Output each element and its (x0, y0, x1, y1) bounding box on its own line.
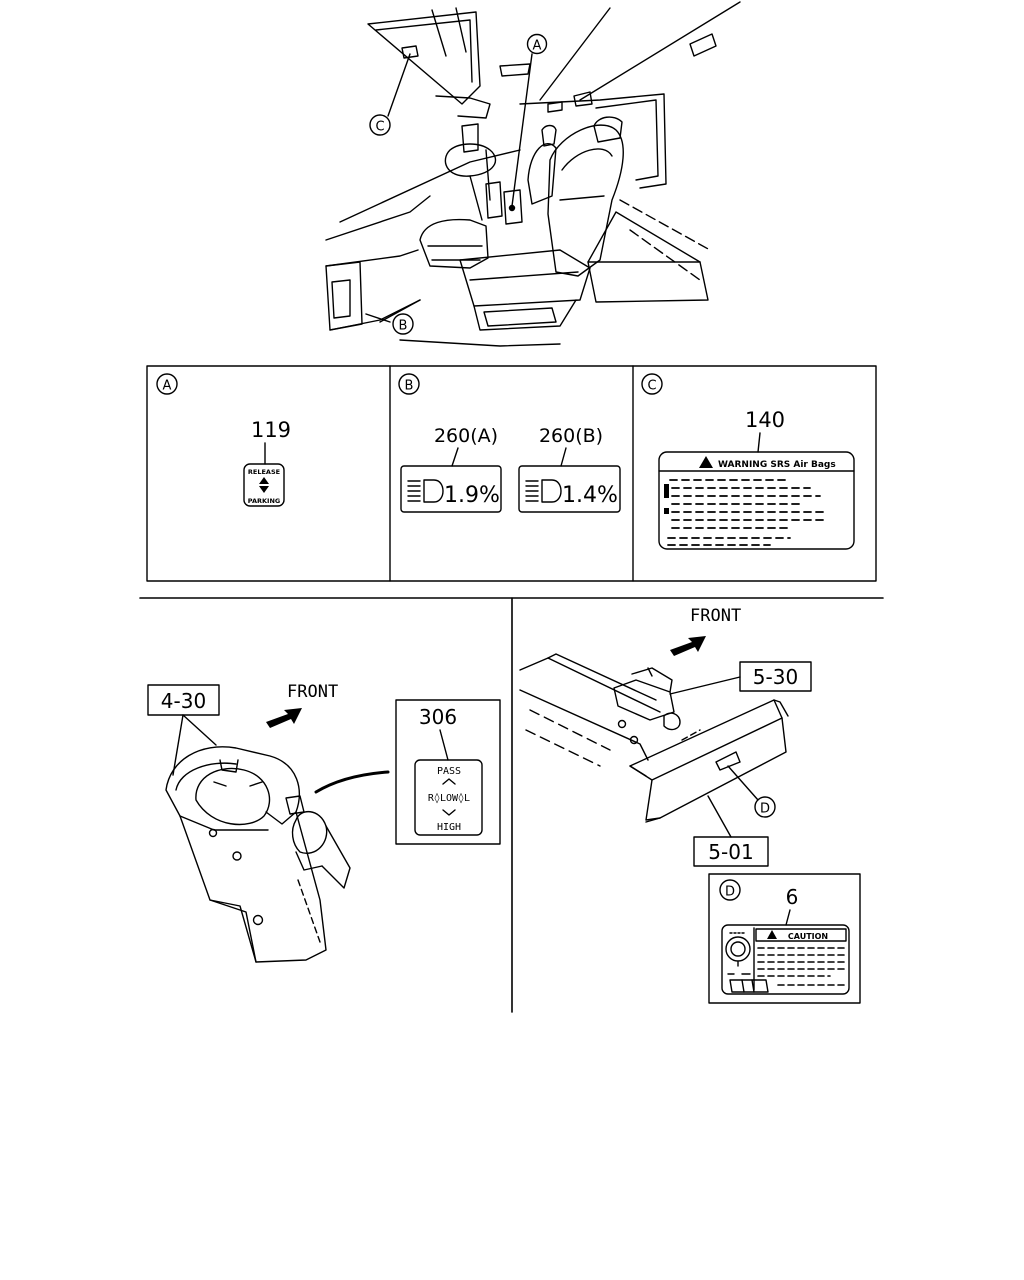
panel-c-letter: C (647, 379, 656, 394)
release-label: RELEASE (248, 468, 280, 476)
headlamp-label-b (518, 465, 621, 513)
panel-b-letter: B (405, 379, 414, 394)
callout-d: D (727, 765, 776, 818)
chevron-up-icon (442, 778, 456, 785)
low-beam-row: R◊LOW◊L (428, 792, 470, 804)
srs-warning-label (658, 451, 855, 550)
front-label: FRONT (287, 682, 338, 702)
parking-label: PARKING (248, 497, 280, 505)
leader-line (314, 770, 390, 794)
ref-5-01: 5-01 (708, 840, 753, 864)
label-box-d (708, 873, 861, 1004)
caution-body-text (757, 947, 845, 986)
arrow-up-icon (259, 477, 269, 484)
ref-5-30: 5-30 (753, 665, 798, 689)
chevron-down-icon (442, 809, 456, 816)
bullet-icon (664, 484, 669, 498)
lower-left-section: FRONT 4-30 306 (147, 682, 501, 963)
lower-right-section: FRONT 5-30 5-0 (519, 606, 861, 1004)
headlamp-icon (407, 479, 444, 503)
panel-d-letter: D (725, 885, 735, 900)
high-label: HIGH (437, 822, 461, 833)
callout-d-letter: D (760, 802, 770, 817)
front-arrow-icon (266, 708, 302, 728)
label-box-306 (395, 699, 501, 845)
headlamp-a-value: 1.9% (444, 483, 500, 508)
panel-c: C 140 WARNING SRS Air Bags (641, 373, 855, 550)
warning-triangle-icon (699, 456, 713, 468)
callout-a-letter: A (533, 39, 542, 54)
callout-b: B (392, 313, 414, 335)
cab-interior-illustration (325, 1, 741, 347)
ref-4-30: 4-30 (161, 689, 206, 713)
label-table (146, 365, 877, 582)
panel-a: A 119 RELEASE PARKING (156, 373, 291, 507)
panel-c-part-number: 140 (745, 408, 785, 432)
headlamp-b-value: 1.4% (562, 483, 618, 508)
callout-b-letter: B (399, 319, 408, 334)
panel-b-right-part-number: 260(B) (539, 425, 603, 447)
headlamp-icon (525, 479, 562, 503)
front-arrow-icon (670, 636, 706, 656)
front-label: FRONT (690, 606, 741, 626)
srs-warning-text: WARNING SRS Air Bags (718, 460, 836, 470)
panel-a-part-number: 119 (251, 418, 291, 442)
bullet-icon (664, 508, 669, 514)
dial-icon (725, 932, 769, 993)
panel-a-letter: A (163, 379, 172, 394)
arrow-down-icon (259, 486, 269, 493)
caution-text: CAUTION (788, 932, 828, 941)
caution-label (721, 924, 850, 995)
callout-c-letter: C (375, 120, 384, 135)
part-number-306: 306 (419, 705, 457, 729)
warning-triangle-icon (767, 930, 777, 939)
warning-body-text (667, 479, 827, 546)
pass-label: PASS (437, 766, 461, 777)
callout-c: C (369, 114, 391, 136)
caution-header (755, 928, 847, 942)
panel-b: B 260(A) 1.9% 260(B) 1.4% (398, 373, 621, 513)
callout-a: A (526, 33, 548, 55)
headlamp-label-a (400, 465, 502, 513)
panel-b-left-part-number: 260(A) (434, 425, 498, 447)
frame-illustration (519, 653, 789, 823)
dimmer-switch-label (414, 759, 483, 836)
combination-switch-illustration (165, 746, 351, 963)
part-number-6: 6 (786, 885, 799, 909)
